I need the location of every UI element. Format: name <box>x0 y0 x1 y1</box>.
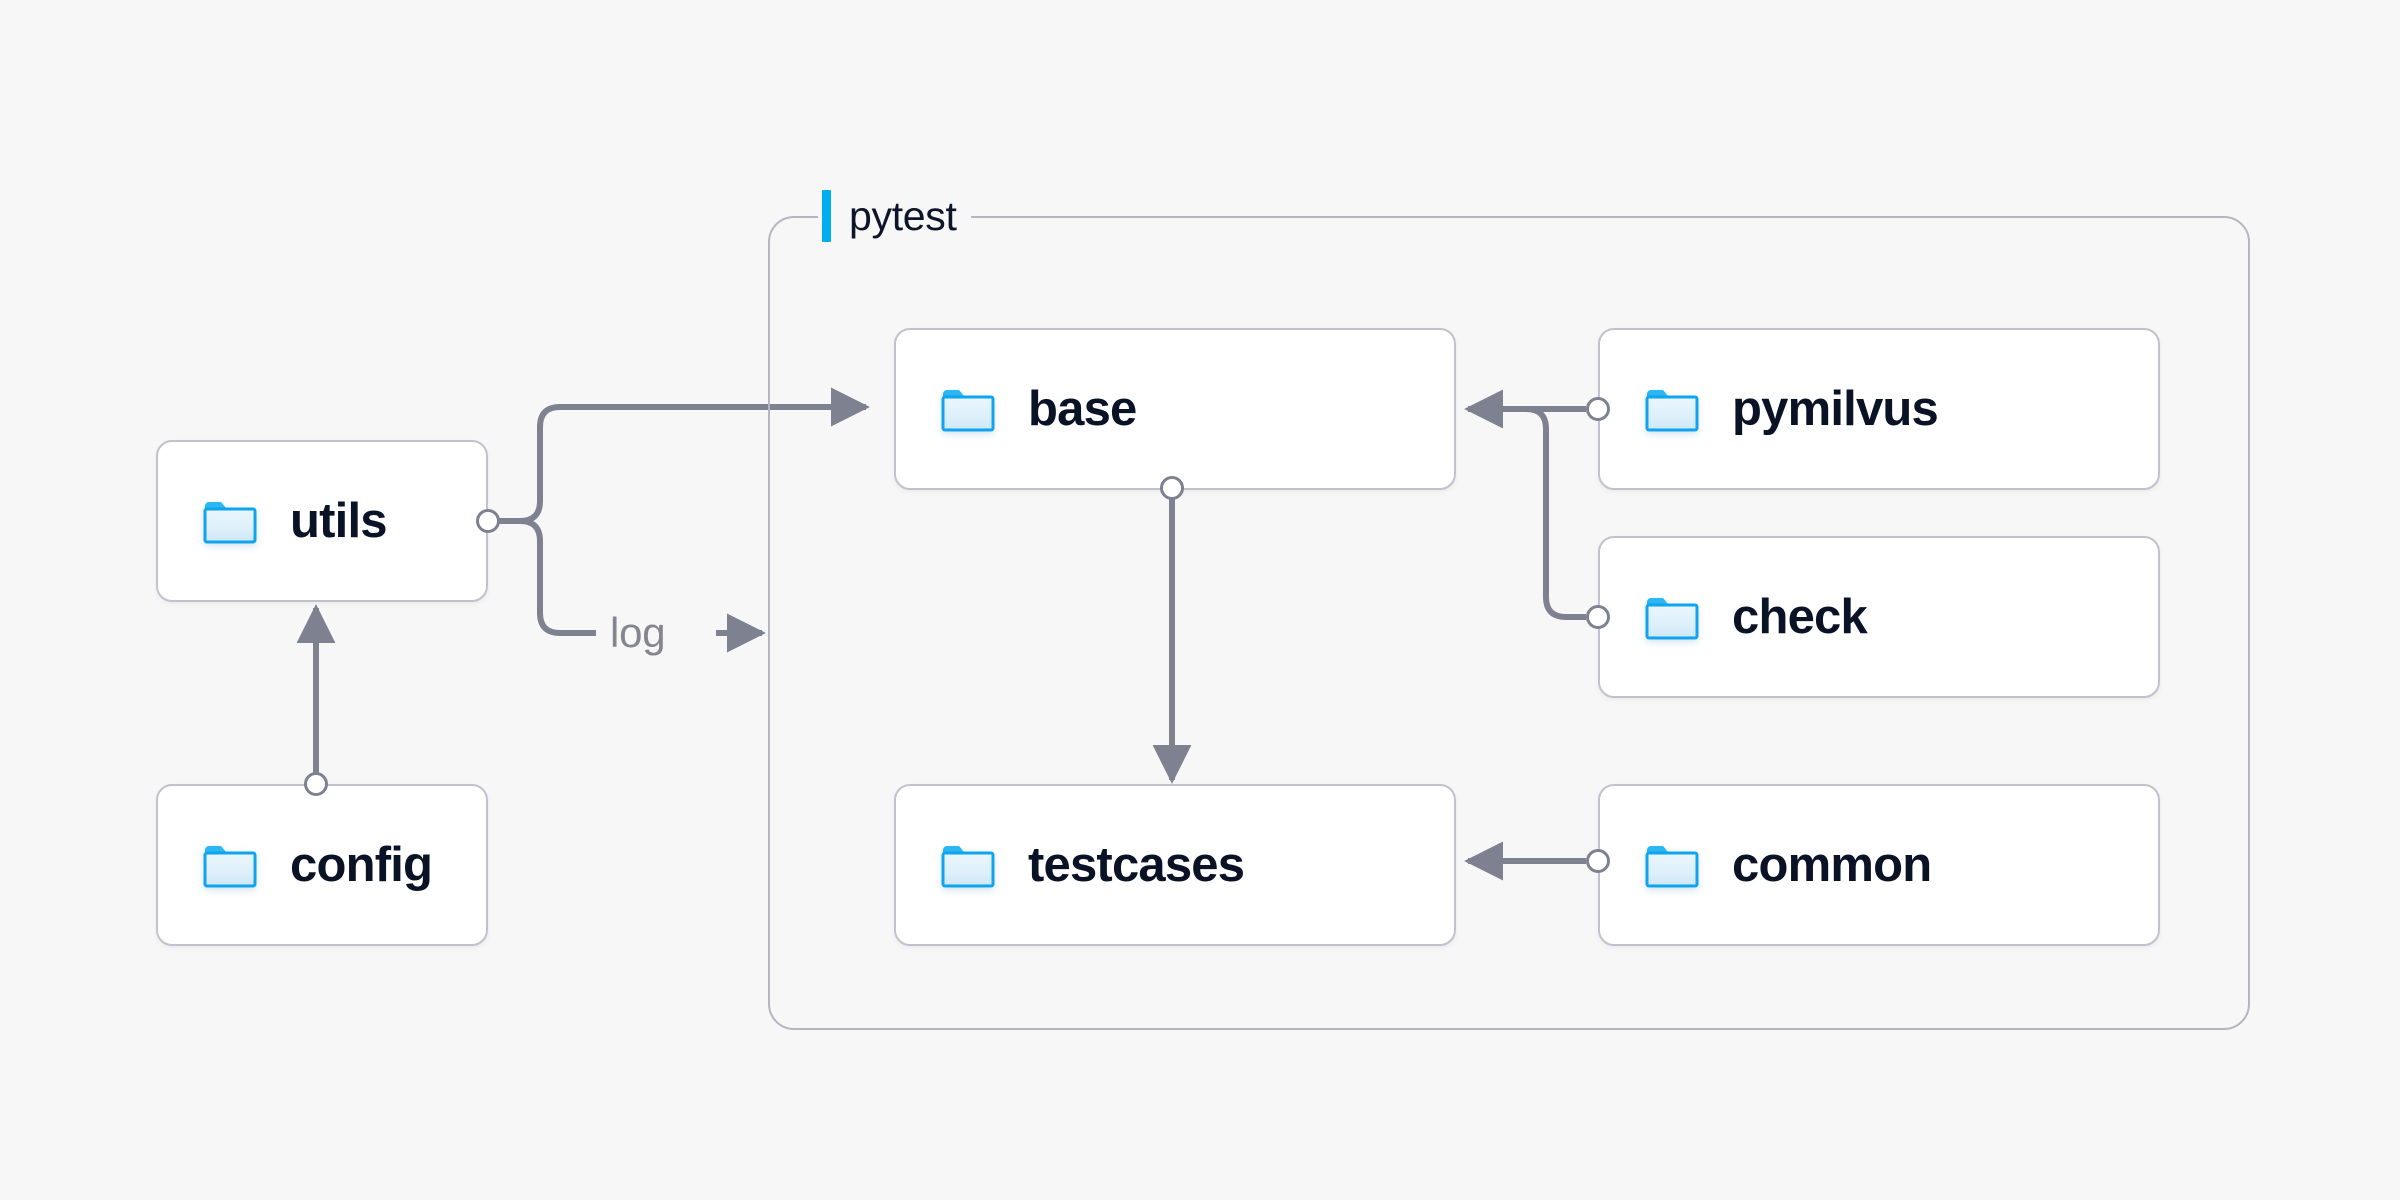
port-config-top[interactable] <box>304 772 328 796</box>
port-pymilvus-left[interactable] <box>1586 397 1610 421</box>
port-utils-right[interactable] <box>476 509 500 533</box>
port-check-left[interactable] <box>1586 605 1610 629</box>
port-common-left[interactable] <box>1586 849 1610 873</box>
folder-icon <box>1644 385 1700 433</box>
node-label: common <box>1732 837 1932 892</box>
edge-utils-log <box>519 518 596 636</box>
node-label: config <box>290 837 433 892</box>
node-testcases[interactable]: testcases <box>894 784 1456 946</box>
group-label-pytest: pytest <box>818 190 971 242</box>
node-check[interactable]: check <box>1598 536 2160 698</box>
folder-icon <box>940 385 996 433</box>
node-label: utils <box>290 493 388 548</box>
folder-icon <box>940 841 996 889</box>
group-pytest[interactable] <box>768 216 2250 1030</box>
node-base[interactable]: base <box>894 328 1456 490</box>
node-utils[interactable]: utils <box>156 440 488 602</box>
node-label: base <box>1028 381 1137 436</box>
folder-icon <box>1644 841 1700 889</box>
node-config[interactable]: config <box>156 784 488 946</box>
node-label: pymilvus <box>1732 381 1939 436</box>
group-title-text: pytest <box>849 192 957 239</box>
folder-icon <box>202 841 258 889</box>
node-label: testcases <box>1028 837 1245 892</box>
folder-icon <box>202 497 258 545</box>
folder-icon <box>1644 593 1700 641</box>
edge-label-log: log <box>600 612 676 654</box>
port-base-bottom[interactable] <box>1160 476 1184 500</box>
accent-bar-icon <box>822 190 831 242</box>
node-common[interactable]: common <box>1598 784 2160 946</box>
node-label: check <box>1732 589 1868 644</box>
node-pymilvus[interactable]: pymilvus <box>1598 328 2160 490</box>
